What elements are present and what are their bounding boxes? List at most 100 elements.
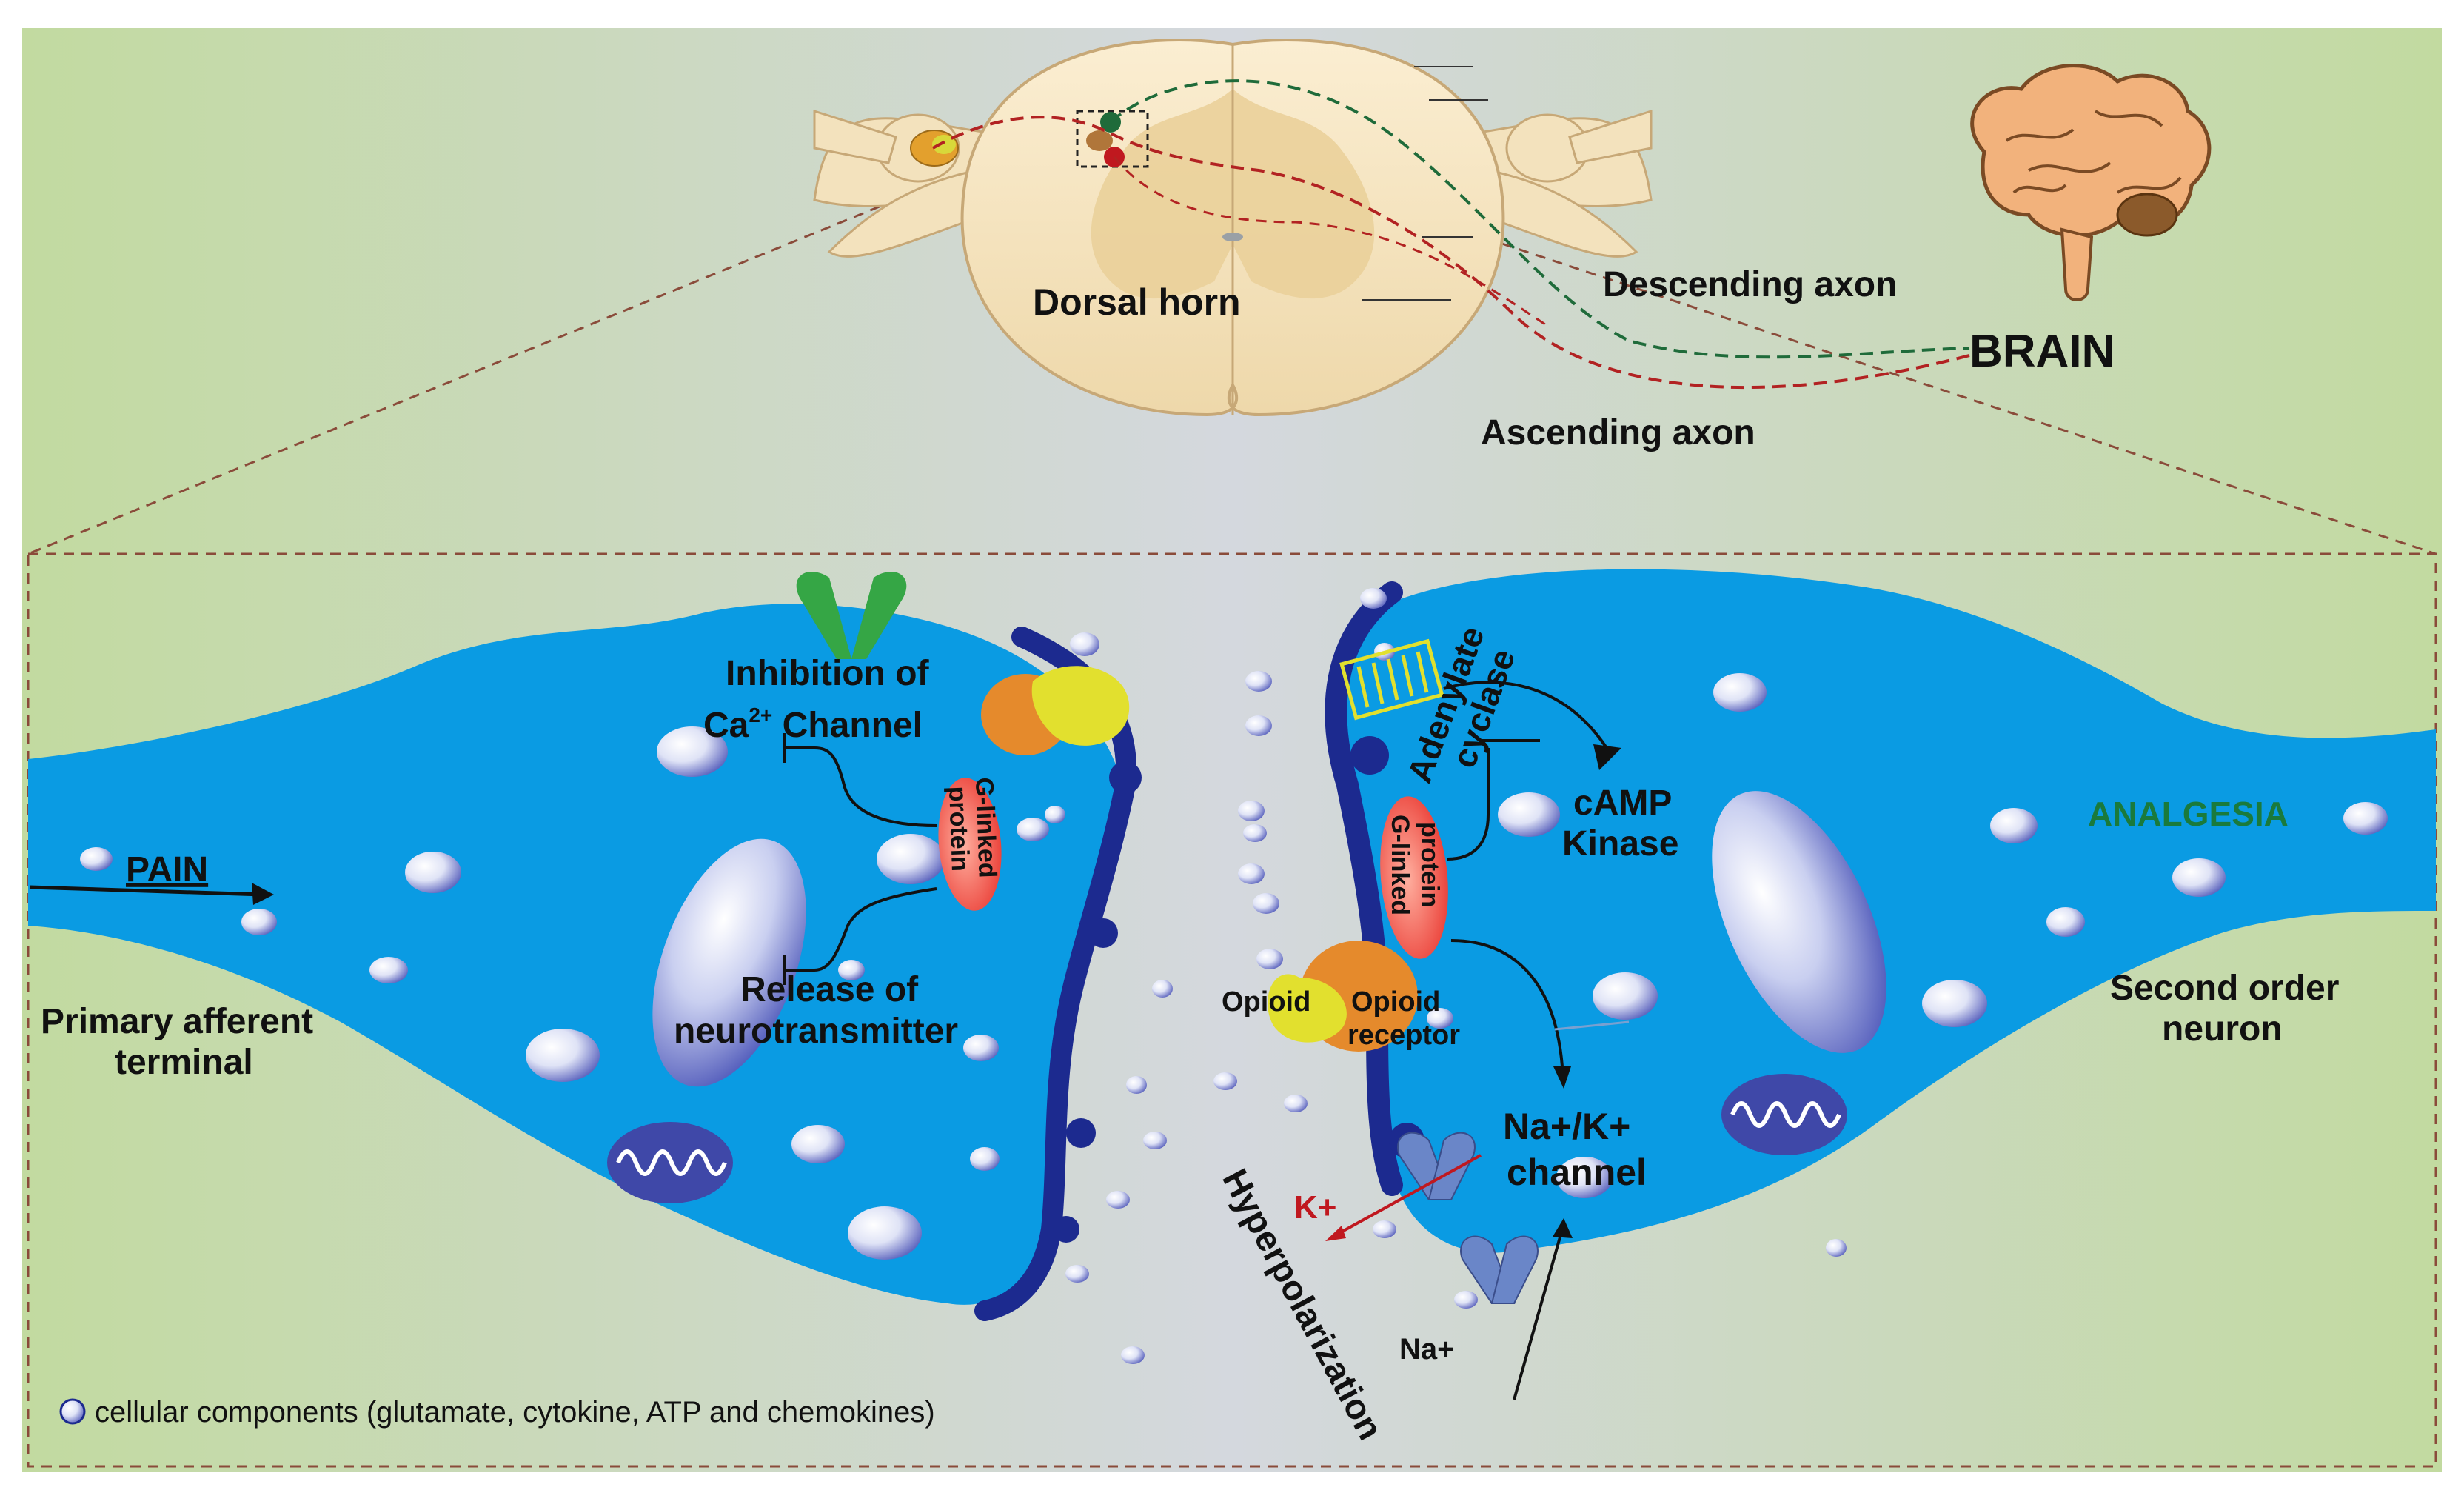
vesicle — [1017, 818, 1049, 841]
vesicle-group — [80, 588, 2388, 1364]
presynaptic-pathway-lines — [783, 733, 937, 985]
dorsal-horn-label: Dorsal horn — [1033, 281, 1241, 323]
release-label-line1: Release of — [740, 970, 919, 1009]
vesicle — [1427, 1008, 1453, 1029]
vesicle — [1454, 1291, 1478, 1309]
spinal-cord-leader-lines — [1362, 66, 1488, 301]
vesicle — [405, 852, 461, 893]
calcium-channel-label-base: Ca — [703, 706, 749, 745]
opioid-receptor-label-line2: receptor — [1348, 1020, 1460, 1051]
na-k-channel-label-line2: channel — [1507, 1152, 1647, 1193]
postsynaptic-leader-line — [1554, 1020, 1630, 1031]
adenylate-cyclase-icon — [1339, 638, 1444, 721]
second-order-neuron-label-line1: Second order — [2110, 969, 2339, 1008]
right-mitochondrion — [1721, 1074, 1847, 1155]
vesicle — [1106, 1191, 1130, 1209]
vesicle — [963, 1035, 999, 1061]
vesicle — [1245, 715, 1272, 736]
vesicle — [369, 957, 408, 983]
postsynaptic-opioid-receptor-icon — [1268, 941, 1418, 1052]
vesicle — [2046, 907, 2085, 937]
legend-vesicle-icon — [59, 1398, 86, 1425]
vesicle — [848, 1206, 922, 1260]
vesicle — [1213, 1072, 1237, 1090]
vesicle — [657, 726, 728, 777]
vesicle — [1070, 632, 1099, 656]
vesicle — [877, 834, 945, 884]
legend-text: cellular components (glutamate, cytokine… — [95, 1396, 935, 1429]
ascending-axon-path — [932, 116, 1970, 390]
pain-label: PAIN — [126, 850, 208, 889]
vesicle — [791, 1125, 845, 1163]
vesicle — [1826, 1239, 1847, 1257]
release-label-line2: neurotransmitter — [674, 1012, 958, 1051]
vesicle — [1243, 824, 1267, 842]
ascending-axon-label: Ascending axon — [1481, 413, 1755, 452]
vesicle — [1593, 972, 1658, 1020]
vesicle — [1373, 1220, 1396, 1238]
postsynaptic-pathway-arrows — [1443, 681, 1608, 1400]
brain-icon — [1970, 64, 2212, 301]
second-order-neuron-label-line2: neuron — [2162, 1009, 2283, 1049]
calcium-channel-label: Ca2+ Channel — [703, 704, 923, 745]
calcium-channel-label-rest: Channel — [772, 706, 923, 745]
brain-label: BRAIN — [1969, 326, 2115, 377]
vesicle — [1922, 980, 1987, 1027]
spinal-cord-section — [813, 39, 1653, 417]
presynaptic-g-protein-label-line1: G-linked — [970, 777, 1002, 878]
descending-axon-path — [1109, 79, 1970, 359]
zoom-guide-lines — [27, 124, 2437, 1468]
vesicle — [1253, 893, 1279, 914]
opioid-receptor-label-line1: Opioid — [1351, 986, 1440, 1018]
legend: cellular components (glutamate, cytokine… — [59, 1396, 935, 1429]
analgesia-label: ANALGESIA — [2088, 795, 2289, 833]
inhibition-label-line1: Inhibition of — [726, 654, 930, 693]
k-plus-arrow — [1325, 1154, 1482, 1241]
vesicle — [241, 909, 277, 935]
vesicle — [1126, 1076, 1147, 1094]
pain-arrow-icon — [29, 883, 274, 905]
vesicle — [80, 847, 113, 871]
vesicle — [1498, 792, 1560, 837]
vesicle — [1238, 801, 1265, 821]
presynaptic-g-protein-icon — [938, 778, 1002, 911]
descending-axon-label: Descending axon — [1603, 265, 1897, 304]
na-k-channel-icons — [1397, 1132, 1539, 1304]
second-order-neuron — [1325, 569, 2436, 1253]
vesicle — [970, 1147, 1000, 1171]
vesicle — [1360, 588, 1387, 609]
postsynaptic-arrowheads — [1553, 744, 1621, 1238]
vesicle — [2172, 858, 2226, 897]
vesicle — [1065, 1265, 1089, 1283]
camp-kinase-label-line2: Kinase — [1562, 824, 1678, 863]
na-k-channel-label-line1: Na+/K+ — [1503, 1106, 1630, 1147]
k-plus-label: K+ — [1294, 1189, 1336, 1226]
postsynaptic-g-protein-icon — [1380, 796, 1448, 959]
vesicle — [1245, 671, 1272, 692]
vesicle — [1713, 673, 1767, 712]
postsynaptic-g-protein-label-line1: G-linked — [1386, 815, 1414, 915]
vesicle — [1990, 808, 2038, 843]
left-mitochondrion — [607, 1122, 733, 1203]
right-nucleus — [1712, 791, 1886, 1053]
calcium-channel-label-superscript: 2+ — [749, 704, 772, 726]
opioid-label: Opioid — [1222, 986, 1310, 1018]
vesicle — [1256, 949, 1283, 969]
vesicle — [1238, 863, 1265, 884]
left-nucleus — [652, 838, 806, 1087]
calcium-channel-icon — [796, 572, 907, 659]
primary-afferent-label-line2: terminal — [115, 1043, 253, 1082]
camp-kinase-label-line1: cAMP — [1573, 784, 1672, 823]
vesicle — [1556, 1157, 1613, 1198]
vesicle — [1045, 806, 1065, 823]
presynaptic-membrane-knobs — [1053, 761, 1142, 1243]
presynaptic-opioid-receptor-icon — [981, 666, 1130, 755]
vesicle — [838, 960, 865, 980]
vesicle — [2343, 802, 2388, 835]
vesicle — [526, 1029, 600, 1082]
presynaptic-g-protein-label-line2: protein — [943, 786, 974, 872]
postsynaptic-g-protein-label-line2: protein — [1416, 822, 1444, 907]
vesicle — [1143, 1132, 1167, 1149]
